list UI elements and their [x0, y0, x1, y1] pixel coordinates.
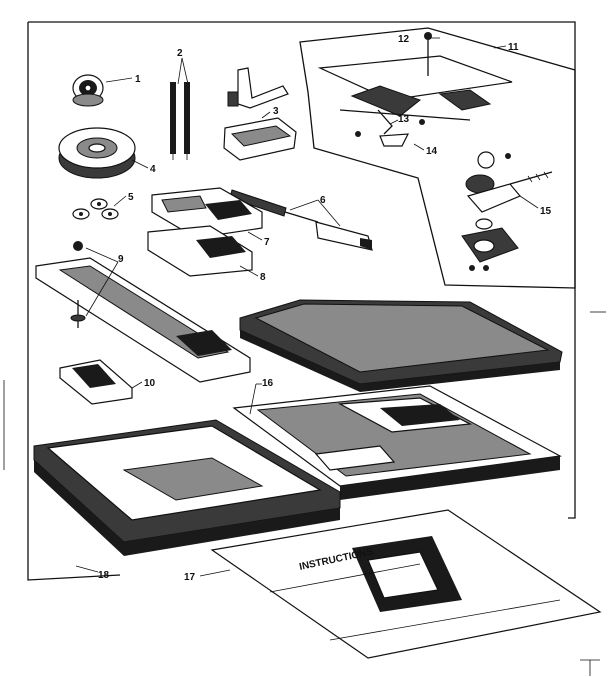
- cam-holder-second-part: [147, 225, 253, 277]
- bobbin-part: [72, 74, 104, 107]
- bobbin-tray-part: [59, 359, 133, 405]
- callout-12: 12: [398, 34, 410, 45]
- callout-7: 7: [264, 237, 270, 248]
- callout-13: 13: [398, 114, 410, 125]
- feed-plate-part: [317, 55, 513, 121]
- callout-4: 4: [150, 164, 156, 175]
- accessory-tray-part: [232, 385, 562, 500]
- callout-9: 9: [118, 254, 124, 265]
- instruction-booklet-part: [210, 509, 602, 659]
- case-lid-part: [239, 299, 563, 392]
- callout-2: 2: [177, 48, 183, 59]
- presser-foot-part: [223, 67, 297, 161]
- callout-14: 14: [426, 146, 438, 157]
- callout-11: 11: [508, 42, 519, 53]
- cam-disc-part: [58, 127, 136, 179]
- leader-lines: [75, 37, 539, 577]
- case-base-part: [33, 419, 341, 556]
- spring-clip-part: [355, 109, 425, 147]
- callout-17: 17: [184, 572, 196, 583]
- callout-6: 6: [320, 195, 326, 206]
- washer-set-part: [72, 198, 119, 220]
- inset-box-outline: [299, 27, 576, 289]
- callout-10: 10: [144, 378, 156, 389]
- needle-pair-part: [170, 82, 190, 160]
- drive-assembly-part: [461, 151, 553, 271]
- callout-18: 18: [98, 570, 110, 581]
- cam-holder-part: [151, 187, 263, 239]
- callout-3: 3: [273, 106, 279, 117]
- callout-1: 1: [135, 74, 141, 85]
- callout-15: 15: [540, 206, 552, 217]
- callout-8: 8: [260, 272, 266, 283]
- callout-5: 5: [128, 192, 134, 203]
- callout-16: 16: [262, 378, 274, 389]
